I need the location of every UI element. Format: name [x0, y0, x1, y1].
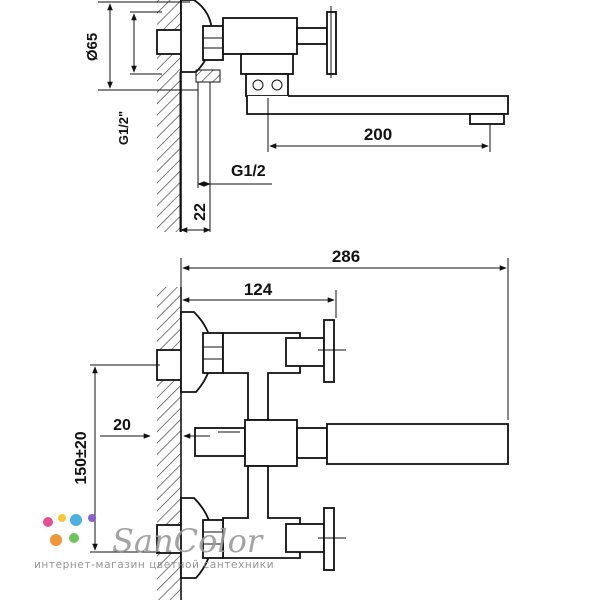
dim-diameter: Ø65	[84, 33, 101, 61]
brand-tagline: интернет-магазин цветной сантехники	[34, 559, 274, 571]
side-view: Ø65 G1/2" G1/2 22 200	[84, 0, 509, 233]
logo-dots	[43, 514, 96, 546]
front-view: 286 124	[73, 247, 509, 600]
logo-dot	[69, 533, 79, 543]
logo-dot	[43, 517, 53, 527]
dim-wall-offset: 22	[192, 203, 209, 221]
dim-center-distance: 150±20	[73, 431, 90, 484]
thread-knurl	[195, 69, 221, 83]
dim-thread: G1/2	[231, 163, 266, 180]
dim-spout-length: 200	[364, 125, 392, 144]
brand-logo: SanColor	[112, 522, 264, 560]
logo-dot	[70, 514, 82, 526]
dim-thread-vertical: G1/2"	[116, 111, 131, 145]
dim-total-width: 286	[332, 247, 360, 266]
brand-watermark: SanColor интернет-магазин цветной сантех…	[34, 514, 274, 571]
logo-dot	[50, 534, 62, 546]
logo-dot	[88, 514, 96, 522]
dim-handle-projection: 124	[244, 280, 273, 299]
logo-dot	[58, 514, 66, 522]
dim-inlet-offset: 20	[113, 417, 131, 434]
